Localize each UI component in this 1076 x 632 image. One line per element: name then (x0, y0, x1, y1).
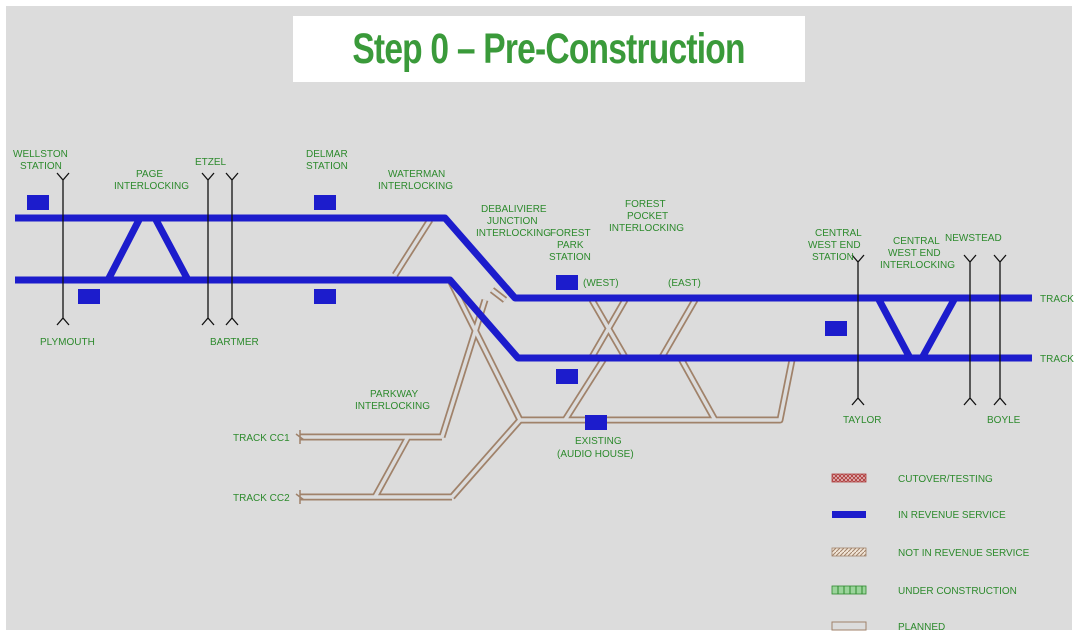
label-wellston-1: WELLSTON (13, 149, 68, 160)
etzel-signal-2 (225, 172, 239, 326)
label-cwe-station-3: STATION (812, 252, 854, 263)
cwe-crossover (874, 296, 959, 362)
label-parkway-1: PARKWAY (370, 389, 418, 400)
label-delmar-1: DELMAR (306, 149, 348, 160)
label-track-cc2: TRACK CC2 (233, 493, 290, 504)
label-taylor: TAYLOR (843, 415, 882, 426)
legend-swatch-not-in-revenue (831, 547, 867, 557)
lower-main-track (15, 276, 1032, 362)
legend: CUTOVER/TESTING IN REVENUE SERVICE NOT I… (831, 473, 1030, 632)
newstead-signal-2 (993, 254, 1007, 406)
label-cwe-int-2: WEST END (888, 248, 941, 259)
cc-end-stops (295, 430, 305, 504)
label-track-cc1: TRACK CC1 (233, 433, 290, 444)
legend-label-not-in-revenue: NOT IN REVENUE SERVICE (898, 548, 1030, 559)
revenue-tracks (15, 214, 1032, 362)
label-forest-park-1: FOREST (550, 228, 591, 239)
label-forest-pocket-1: FOREST (625, 199, 666, 210)
label-debaliviere-1: DEBALIVIERE (481, 204, 547, 215)
legend-label-under-construction: UNDER CONSTRUCTION (898, 586, 1017, 597)
newstead-signal-1 (963, 254, 977, 406)
legend-label-planned: PLANNED (898, 622, 945, 632)
label-waterman-1: WATERMAN (388, 169, 445, 180)
audio-house (585, 415, 607, 430)
label-page-1: PAGE (136, 169, 163, 180)
label-west: (WEST) (583, 278, 619, 289)
legend-label-in-revenue: IN REVENUE SERVICE (898, 510, 1006, 521)
legend-swatch-in-revenue (832, 511, 866, 518)
label-existing-2: (AUDIO HOUSE) (557, 449, 634, 460)
label-bartmer: BARTMER (210, 337, 259, 348)
cwe-platform (825, 321, 847, 336)
wellston-signal (56, 172, 70, 326)
label-delmar-2: STATION (306, 161, 348, 172)
label-page-2: INTERLOCKING (114, 181, 189, 192)
label-parkway-2: INTERLOCKING (355, 401, 430, 412)
label-newstead: NEWSTEAD (945, 233, 1002, 244)
delmar-platform-north (314, 195, 336, 210)
etzel-signal-1 (201, 172, 215, 326)
forest-park-platform-north (556, 275, 578, 290)
delmar-platform-south (314, 289, 336, 304)
label-track-1: TRACK (1040, 294, 1074, 305)
plymouth-platform (78, 289, 100, 304)
station-labels: WELLSTON STATION PAGE INTERLOCKING ETZEL… (13, 149, 1074, 504)
label-forest-park-3: STATION (549, 252, 591, 263)
legend-swatch-cutover (831, 473, 867, 483)
label-east: (EAST) (668, 278, 701, 289)
label-cwe-station-1: CENTRAL (815, 228, 862, 239)
label-cwe-int-1: CENTRAL (893, 236, 940, 247)
cwe-signal (851, 254, 865, 406)
label-waterman-2: INTERLOCKING (378, 181, 453, 192)
station-platforms (27, 195, 847, 430)
legend-swatch-planned (831, 621, 867, 631)
label-track-2: TRACK (1040, 354, 1074, 365)
upper-main-track (15, 214, 1032, 302)
label-forest-pocket-3: INTERLOCKING (609, 223, 684, 234)
label-cwe-int-3: INTERLOCKING (880, 260, 955, 271)
label-forest-pocket-2: POCKET (627, 211, 668, 222)
label-forest-park-2: PARK (557, 240, 584, 251)
label-etzel: ETZEL (195, 157, 227, 168)
label-debaliviere-3: INTERLOCKING (476, 228, 551, 239)
label-plymouth: PLYMOUTH (40, 337, 95, 348)
forest-park-platform-south (556, 369, 578, 384)
label-boyle: BOYLE (987, 415, 1021, 426)
wellston-platform (27, 195, 49, 210)
diagram-background (6, 6, 1072, 630)
legend-swatch-under-construction (831, 585, 867, 595)
legend-label-cutover: CUTOVER/TESTING (898, 474, 993, 485)
label-debaliviere-2: JUNCTION (487, 216, 538, 227)
signal-posts (56, 172, 1007, 406)
label-wellston-2: STATION (20, 161, 62, 172)
page-crossover (104, 214, 192, 282)
label-cwe-station-2: WEST END (808, 240, 861, 251)
title-box: Step 0 – Pre-Construction (293, 16, 805, 82)
page-title: Step 0 – Pre-Construction (352, 24, 746, 73)
label-existing-1: EXISTING (575, 436, 622, 447)
